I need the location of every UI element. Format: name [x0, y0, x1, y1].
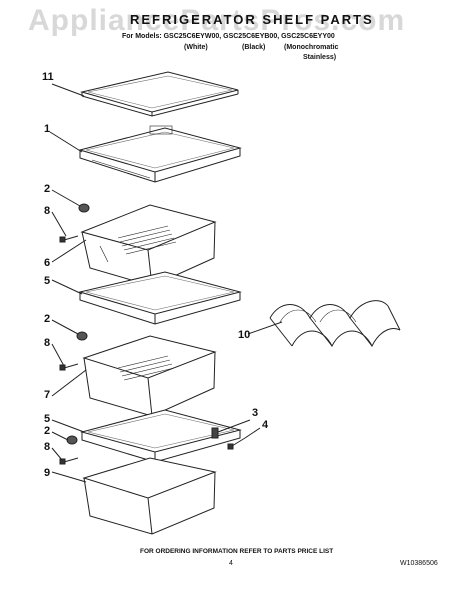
screw-8-upper	[59, 235, 79, 243]
callout-3: 3	[252, 407, 258, 419]
callout-8: 8	[44, 441, 50, 453]
watermark: AppliancePartsPros.com	[28, 4, 406, 37]
callout-1: 1	[44, 123, 50, 135]
crisper-drawer-middle	[82, 335, 217, 417]
shelf-frame-1	[78, 125, 242, 183]
screw-4	[227, 427, 261, 450]
callout-4: 4	[262, 419, 269, 431]
roller-2-middle	[76, 331, 88, 341]
page-title: REFRIGERATOR SHELF PARTS	[130, 12, 374, 27]
roller-2-upper	[78, 203, 90, 213]
wine-rack	[269, 300, 401, 348]
callout-11: 11	[42, 71, 54, 83]
callout-2: 2	[44, 183, 50, 195]
variant-mono-cont: Stainless)	[303, 54, 337, 61]
callout-labels: 11 1 2 8 6 5 2 8 7 10 3 4 5 2 8 9	[42, 71, 269, 479]
page-number: 4	[229, 560, 233, 567]
callout-6: 6	[44, 257, 50, 269]
shelf-frame-5-middle	[78, 271, 242, 325]
bracket-3	[211, 419, 251, 439]
crisper-drawer-upper	[80, 204, 217, 287]
models-line: For Models: GSC25C6EYW00, GSC25C6EYB00, …	[122, 33, 335, 40]
screw-8-lower	[59, 457, 79, 465]
shelf-glass-top	[80, 71, 239, 117]
variant-black: (Black)	[242, 44, 266, 51]
callout-7: 7	[44, 389, 50, 401]
callout-5: 5	[44, 413, 50, 425]
callout-8: 8	[44, 205, 50, 217]
callout-5: 5	[44, 275, 50, 287]
callout-2: 2	[44, 313, 50, 325]
callout-9: 9	[44, 467, 50, 479]
deli-drawer-bottom	[82, 457, 217, 535]
callout-10: 10	[238, 329, 250, 341]
screw-8-middle	[59, 363, 79, 371]
document-number: W10386506	[400, 560, 438, 567]
ordering-info: FOR ORDERING INFORMATION REFER TO PARTS …	[140, 548, 334, 555]
callout-8: 8	[44, 337, 50, 349]
variant-white: (White)	[184, 44, 208, 51]
roller-2-lower	[66, 435, 78, 445]
callout-2: 2	[44, 425, 50, 437]
variant-mono: (Monochromatic	[284, 44, 339, 51]
